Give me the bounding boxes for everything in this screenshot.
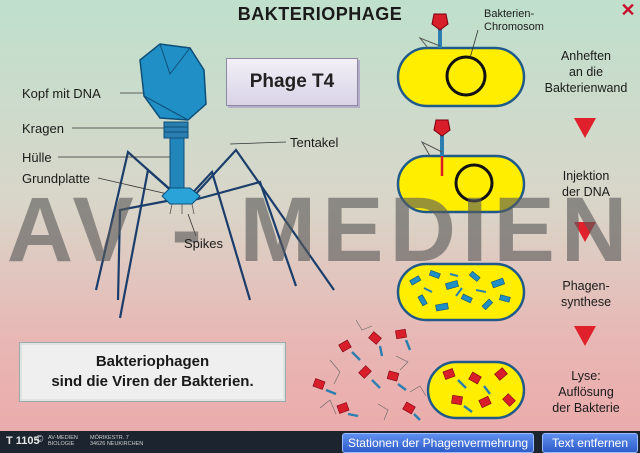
base-plate: [161, 187, 201, 205]
label-tentakel: Tentakel: [290, 135, 339, 150]
label-kopf: Kopf mit DNA: [22, 86, 101, 101]
stage-label-injection: Injektion der DNA: [562, 169, 610, 199]
bacterium-lysis: [312, 319, 526, 421]
step-arrows: [574, 118, 596, 346]
tail-fibers: [94, 148, 335, 319]
label-grundplatte: Grundplatte: [22, 171, 90, 186]
publisher-info: AV-MEDIEN BIOLOGIE: [48, 435, 78, 447]
stage-label-lysis: Lyse: Auflösung der Bakterie: [552, 369, 620, 415]
stations-button[interactable]: Stationen der Phagenvermehrung: [342, 433, 534, 453]
product-code: T 1105: [6, 435, 40, 447]
bacterium-injection: [396, 119, 526, 214]
spikes: [169, 203, 195, 215]
label-chromosom: Bakterien- Chromosom: [484, 8, 544, 33]
summary-box: Bakteriophagen sind die Viren der Bakter…: [19, 342, 286, 402]
stage-label-attach: Anheften an die Bakterienwand: [544, 49, 628, 95]
label-huelle: Hülle: [22, 150, 52, 165]
label-kragen: Kragen: [22, 121, 64, 136]
label-spikes: Spikes: [184, 236, 224, 251]
summary-line-2: sind die Viren der Bakterien.: [51, 373, 254, 390]
phage-name-box: Phage T4: [226, 58, 358, 106]
copyright-icon: ©: [36, 434, 44, 445]
footer-bar: T 1105 © AV-MEDIEN BIOLOGIE MÖRIKESTR. 7…: [0, 431, 640, 453]
collar: [163, 121, 189, 139]
label-pointers: [58, 92, 287, 196]
bacterium-synthesis: [396, 262, 526, 322]
remove-text-button[interactable]: Text entfernen: [542, 433, 638, 453]
page-title: BAKTERIOPHAGE: [237, 4, 403, 24]
phage-head: [139, 43, 207, 121]
publisher-address: MÖRIKESTR. 7 34626 NEUKIRCHEN: [90, 435, 144, 447]
bacterium-attach: [396, 13, 526, 108]
close-x-icon[interactable]: ✕: [620, 0, 636, 20]
tail-sheath: [169, 137, 185, 195]
summary-line-1: Bakteriophagen: [95, 353, 210, 370]
stage-label-synthesis: Phagen- synthese: [560, 279, 612, 309]
